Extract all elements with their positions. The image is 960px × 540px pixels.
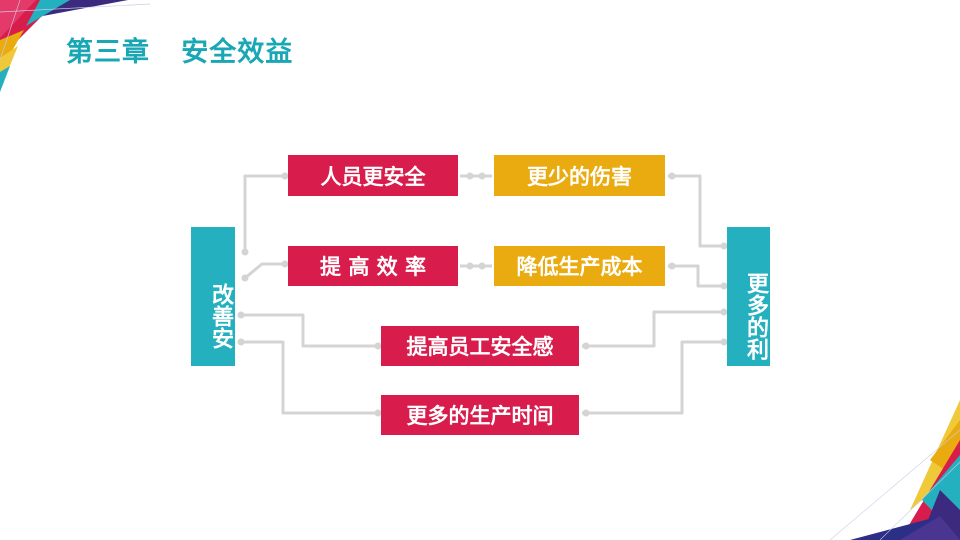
box-safer-personnel-label: 人员更安全	[320, 164, 426, 189]
box-employee-security-label: 提高员工安全感	[406, 335, 554, 359]
box-lower-cost: 降低生产成本	[494, 246, 665, 286]
box-fewer-injuries: 更少的伤害	[494, 155, 665, 196]
corner-decoration-top-left	[0, 0, 150, 92]
box-safer-personnel: 人员更安全	[288, 155, 458, 196]
box-improve-efficiency-label: 提 高 效 率	[320, 255, 426, 279]
improve-safety-label: 改善安	[208, 282, 233, 349]
page-title: 第三章 安全效益	[66, 37, 294, 68]
box-lower-cost-label: 降低生产成本	[516, 255, 643, 279]
box-improve-efficiency: 提 高 效 率	[288, 246, 458, 286]
corner-decoration-bottom-right	[829, 400, 960, 540]
box-fewer-injuries-label: 更少的伤害	[527, 164, 632, 189]
box-employee-security: 提高员工安全感	[381, 326, 579, 366]
more-profit-label: 更多的利	[743, 271, 768, 360]
box-more-production-time-label: 更多的生产时间	[406, 404, 554, 428]
more-profit-node: 更多的利	[727, 227, 770, 366]
box-more-production-time: 更多的生产时间	[381, 395, 579, 435]
improve-safety-node: 改善安	[191, 227, 235, 366]
